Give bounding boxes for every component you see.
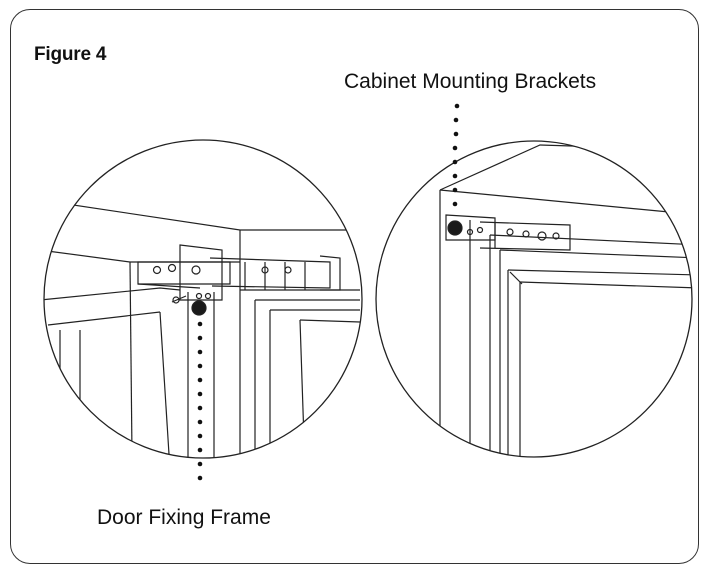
figure-title: Figure 4 bbox=[34, 44, 107, 65]
door-fixing-frame-label: Door Fixing Frame bbox=[97, 506, 271, 529]
screw-head-right bbox=[447, 220, 463, 236]
cabinet-bracket-leader bbox=[452, 103, 460, 207]
figure-frame bbox=[10, 9, 699, 564]
cabinet-mounting-brackets-label: Cabinet Mounting Brackets bbox=[344, 70, 597, 93]
right-view-circle bbox=[375, 140, 693, 458]
left-detail-view bbox=[43, 139, 363, 459]
door-frame-leader bbox=[197, 321, 203, 481]
left-view-circle bbox=[43, 139, 363, 459]
right-detail-view bbox=[375, 140, 693, 458]
screw-head-left bbox=[191, 300, 207, 316]
